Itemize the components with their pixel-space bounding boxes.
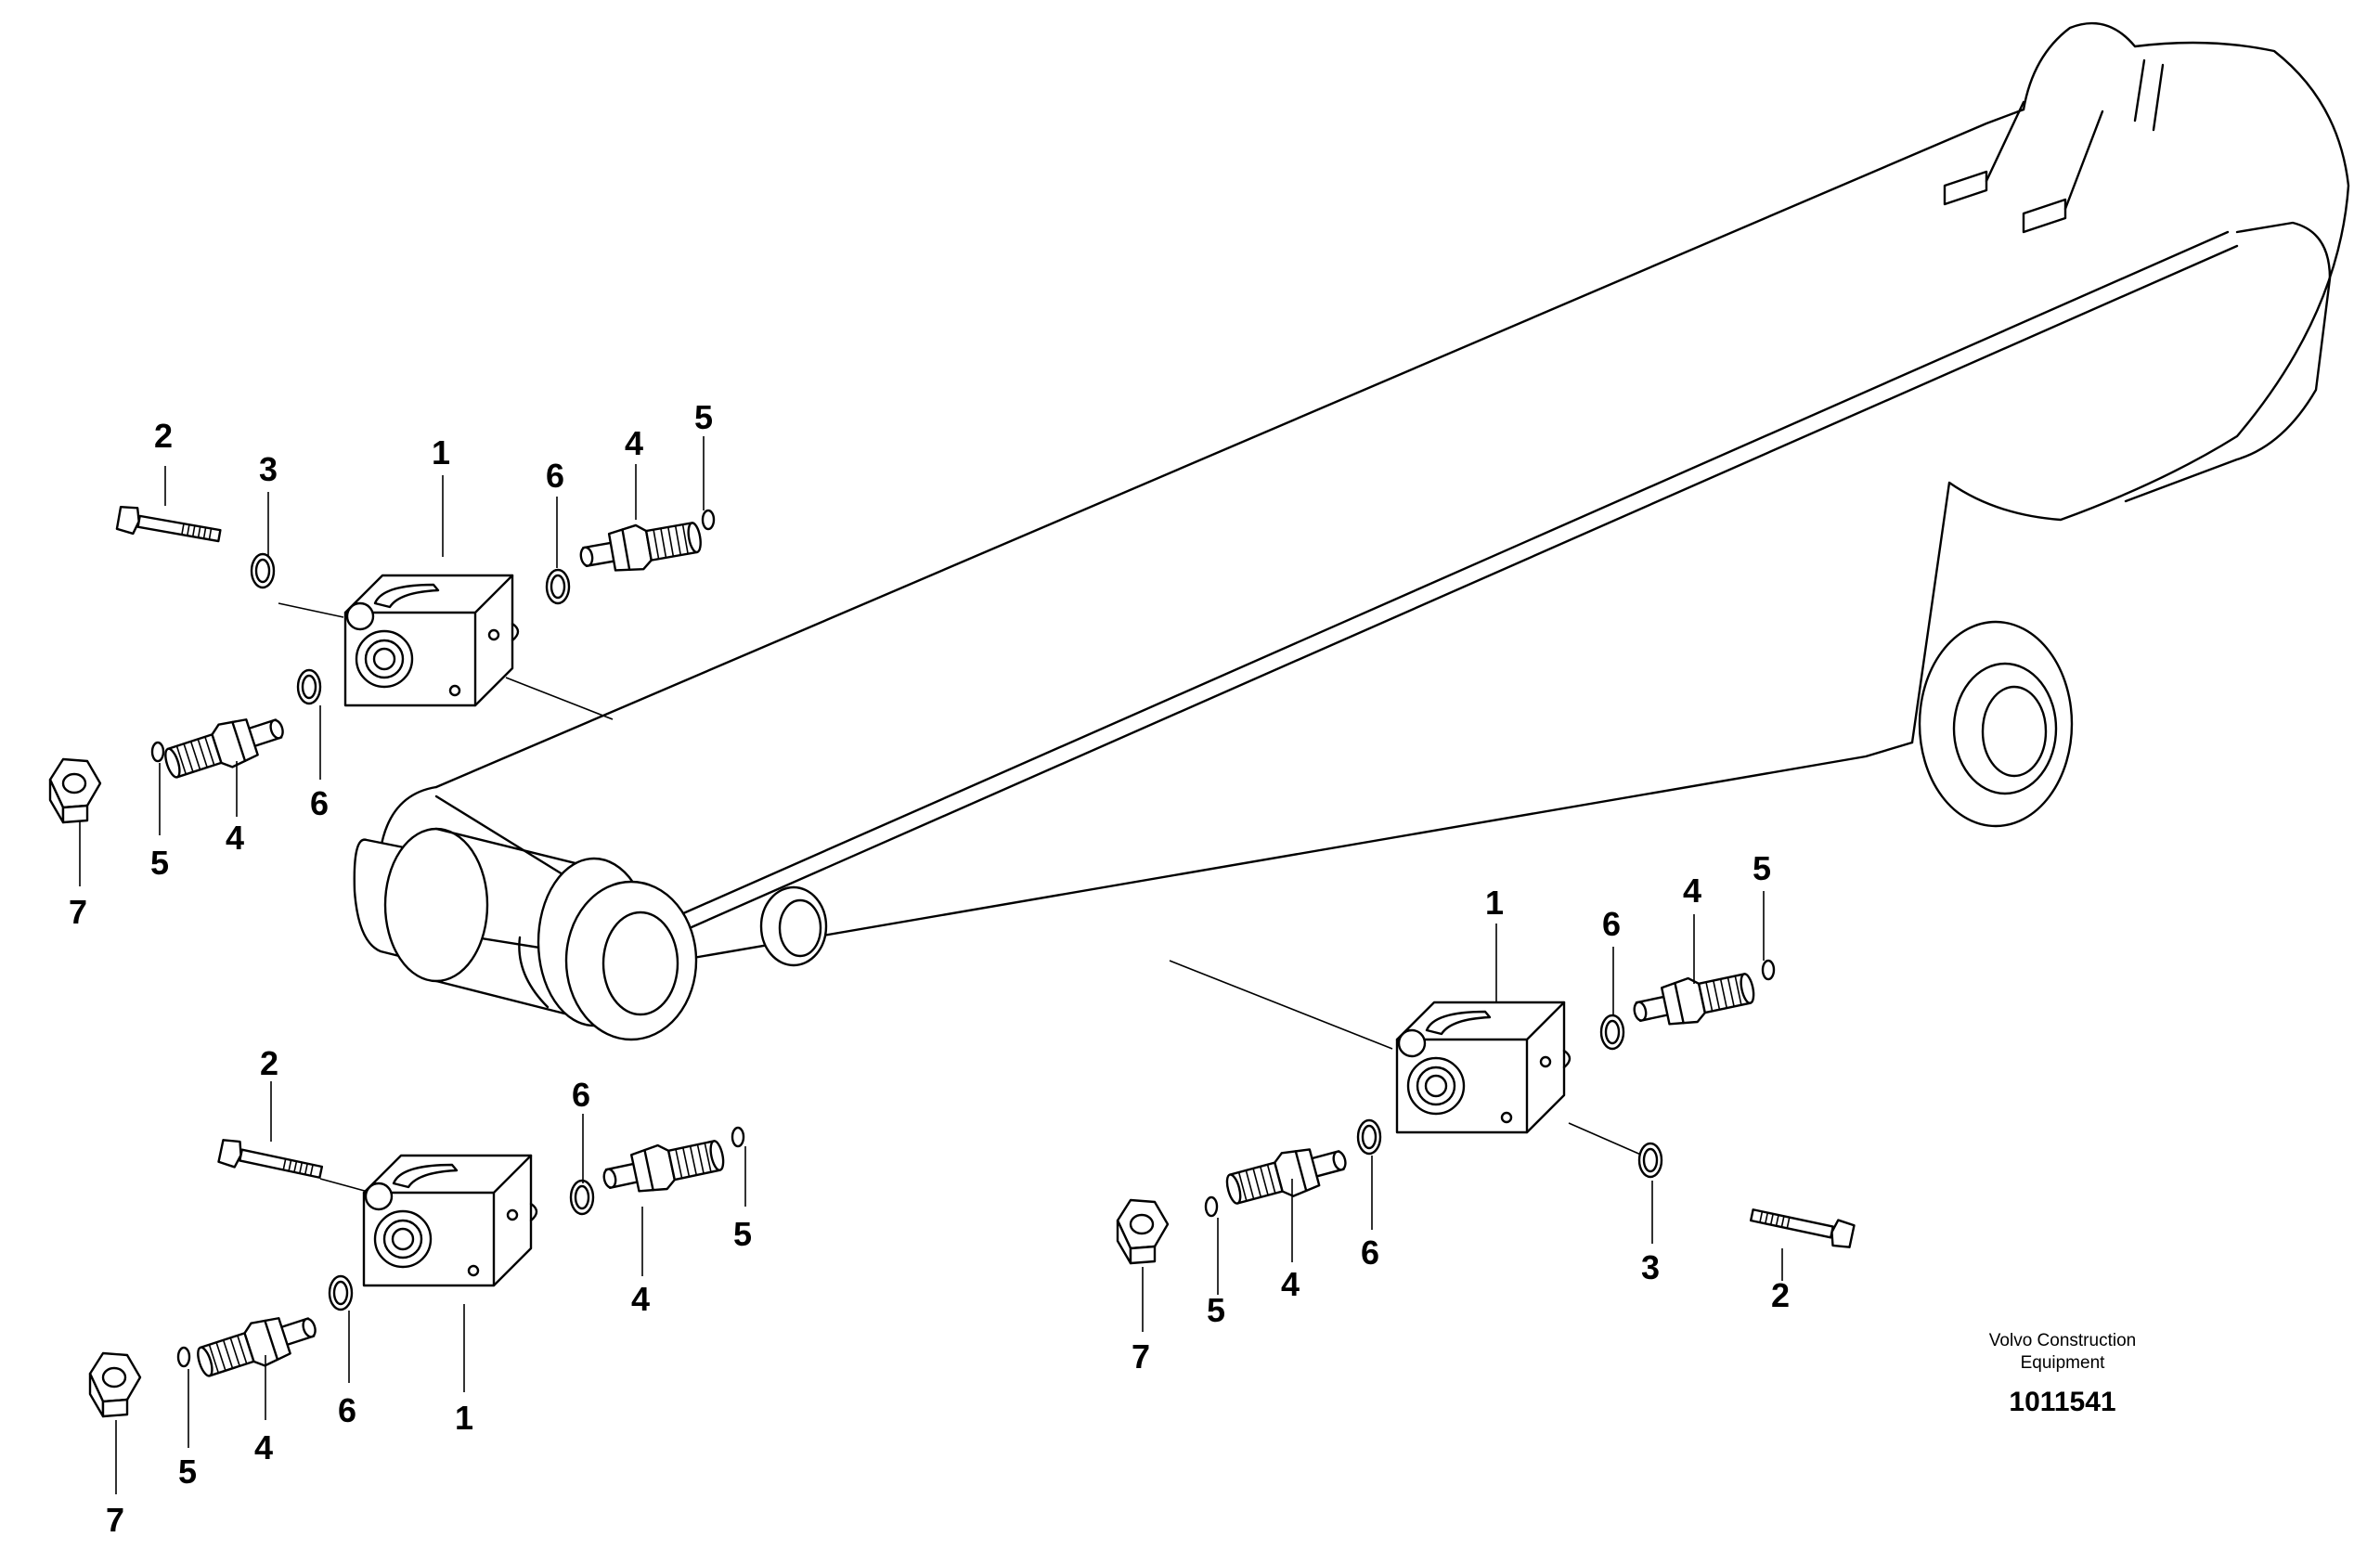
valve-block — [343, 574, 520, 707]
callout-5: 5 — [1207, 1291, 1225, 1329]
callout-7: 7 — [106, 1501, 124, 1539]
callout-4: 4 — [226, 819, 244, 857]
o-ring — [1204, 1195, 1219, 1218]
seal-ring — [545, 568, 571, 605]
callout-5: 5 — [178, 1453, 197, 1491]
callout-6: 6 — [546, 457, 564, 495]
callout-6: 6 — [1602, 905, 1621, 943]
callout-6: 6 — [1361, 1234, 1379, 1272]
valve-block — [1395, 1001, 1572, 1134]
washer — [1637, 1142, 1663, 1179]
seal-ring — [296, 668, 322, 705]
callout-2: 2 — [154, 417, 173, 455]
callout-1: 1 — [432, 433, 450, 471]
valve-assembly-lower-left — [88, 1081, 746, 1494]
callout-5: 5 — [733, 1215, 752, 1253]
bolt — [216, 1137, 325, 1186]
callout-4: 4 — [631, 1280, 650, 1318]
valve-block — [362, 1154, 538, 1287]
callout-4: 4 — [254, 1428, 273, 1466]
nut — [88, 1351, 142, 1418]
callout-6: 6 — [338, 1391, 356, 1429]
hose-fitting — [598, 1131, 729, 1203]
o-ring — [176, 1346, 191, 1368]
callout-labels: 2 3 1 6 4 5 6 4 5 7 2 6 5 4 1 6 4 5 7 1 … — [69, 398, 1790, 1539]
o-ring — [731, 1126, 745, 1148]
callout-3: 3 — [1641, 1248, 1660, 1286]
washer — [250, 552, 276, 589]
callout-7: 7 — [69, 893, 87, 931]
callout-4: 4 — [1683, 872, 1701, 910]
callout-7: 7 — [1132, 1337, 1150, 1376]
credit-block: Volvo Construction Equipment 1011541 — [1989, 1331, 2136, 1417]
seal-ring — [328, 1274, 354, 1311]
callout-5: 5 — [150, 844, 169, 882]
hose-fitting — [1221, 1136, 1352, 1213]
nut — [48, 757, 102, 824]
document-number: 1011541 — [2009, 1387, 2115, 1417]
credit-line-1: Volvo Construction — [1989, 1331, 2136, 1350]
callout-6: 6 — [572, 1076, 590, 1114]
callout-2: 2 — [260, 1044, 278, 1082]
o-ring — [1761, 959, 1776, 981]
valve-assembly-upper-left — [48, 436, 716, 886]
seal-ring — [1356, 1118, 1382, 1156]
hose-fitting — [576, 513, 705, 581]
valve-assembly-lower-right — [1116, 891, 1856, 1332]
callout-4: 4 — [625, 424, 643, 462]
callout-1: 1 — [1485, 884, 1504, 922]
callout-3: 3 — [259, 450, 278, 488]
credit-line-2: Equipment — [2021, 1353, 2106, 1373]
callout-1: 1 — [455, 1399, 473, 1437]
seal-ring — [569, 1179, 595, 1216]
callout-6: 6 — [310, 784, 329, 822]
excavator-arm — [353, 21, 2350, 1041]
bolt — [1748, 1201, 1856, 1250]
hose-fitting — [191, 1303, 323, 1386]
callout-5: 5 — [1753, 849, 1771, 887]
callout-5: 5 — [694, 398, 713, 436]
o-ring — [150, 741, 165, 763]
callout-2: 2 — [1771, 1276, 1790, 1314]
hose-fitting — [159, 704, 291, 787]
seal-ring — [1599, 1014, 1625, 1051]
bolt — [115, 504, 223, 550]
callout-4: 4 — [1281, 1265, 1300, 1303]
nut — [1116, 1198, 1170, 1265]
o-ring — [701, 509, 716, 531]
